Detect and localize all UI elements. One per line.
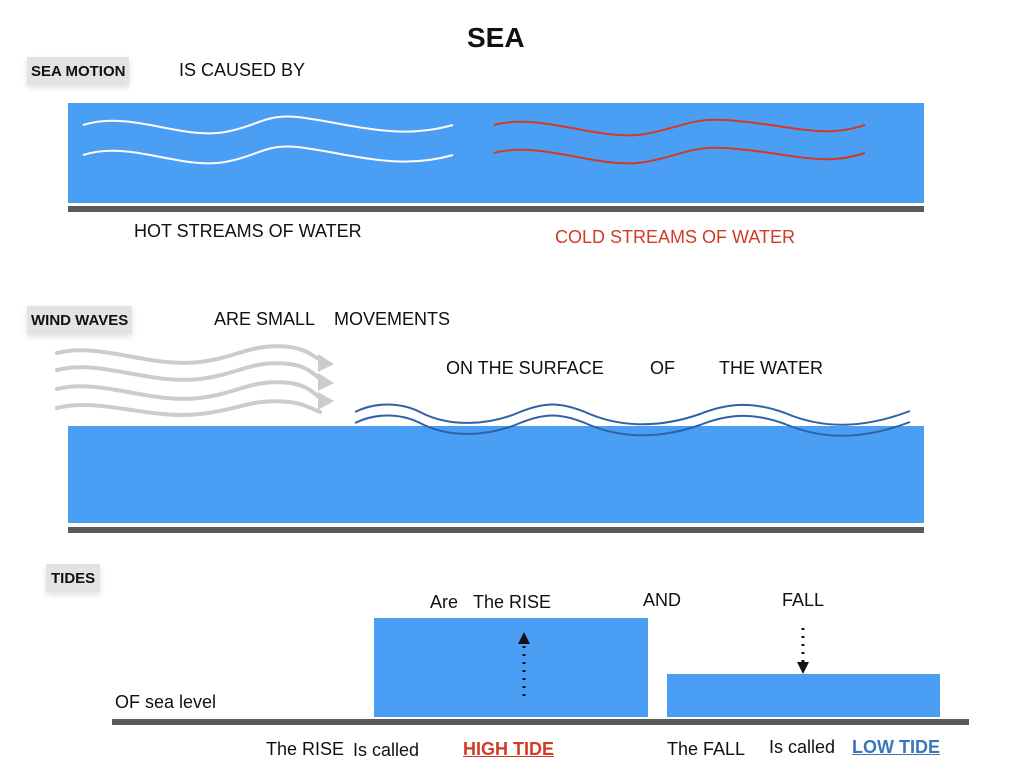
fall-called-is-called: Is called xyxy=(769,737,836,757)
tides-ground xyxy=(112,719,969,725)
rise-called-is-called: Is called xyxy=(353,740,420,760)
tides-and: AND xyxy=(643,590,682,610)
tides-of-sea-level: OF sea level xyxy=(115,692,217,712)
wind-waves-tag: WIND WAVES xyxy=(27,306,133,334)
wind-waves-text-of: OF xyxy=(650,358,675,378)
tides-fall: FALL xyxy=(782,590,825,610)
wind-waves-ground xyxy=(68,527,924,533)
sea-motion-caption: IS CAUSED BY xyxy=(179,60,306,80)
cold-streams-label: COLD STREAMS OF WATER xyxy=(555,227,796,247)
sea-motion-tag: SEA MOTION xyxy=(27,57,130,85)
tides-tag: TIDES xyxy=(46,564,101,592)
surface-waves-icon xyxy=(354,403,911,437)
tides-are: Are xyxy=(430,592,459,612)
wind-waves-water xyxy=(68,426,924,523)
wind-arrowheads-icon xyxy=(318,354,334,410)
page-title: SEA xyxy=(467,22,525,53)
tides-the-rise: The RISE xyxy=(473,592,552,612)
sea-motion-ground xyxy=(68,206,924,212)
high-tide-water xyxy=(374,618,648,717)
wind-waves-text-surface: ON THE SURFACE xyxy=(446,358,604,378)
low-tide-label: LOW TIDE xyxy=(852,737,940,757)
rise-called-the-rise: The RISE xyxy=(266,739,345,759)
wind-waves-text-water: THE WATER xyxy=(719,358,823,378)
fall-called-the-fall: The FALL xyxy=(667,739,746,759)
low-tide-water xyxy=(667,674,940,717)
hot-streams-label: HOT STREAMS OF WATER xyxy=(134,221,362,241)
hot-streams-icon xyxy=(82,115,454,165)
fall-arrow-icon xyxy=(797,628,809,674)
rise-arrow-icon xyxy=(518,632,530,696)
high-tide-label: HIGH TIDE xyxy=(463,739,555,759)
cold-streams-icon xyxy=(493,118,866,165)
wind-arrows-icon xyxy=(55,344,322,417)
wind-waves-text-small: ARE SMALL xyxy=(214,309,316,329)
wind-waves-text-movements: MOVEMENTS xyxy=(334,309,451,329)
